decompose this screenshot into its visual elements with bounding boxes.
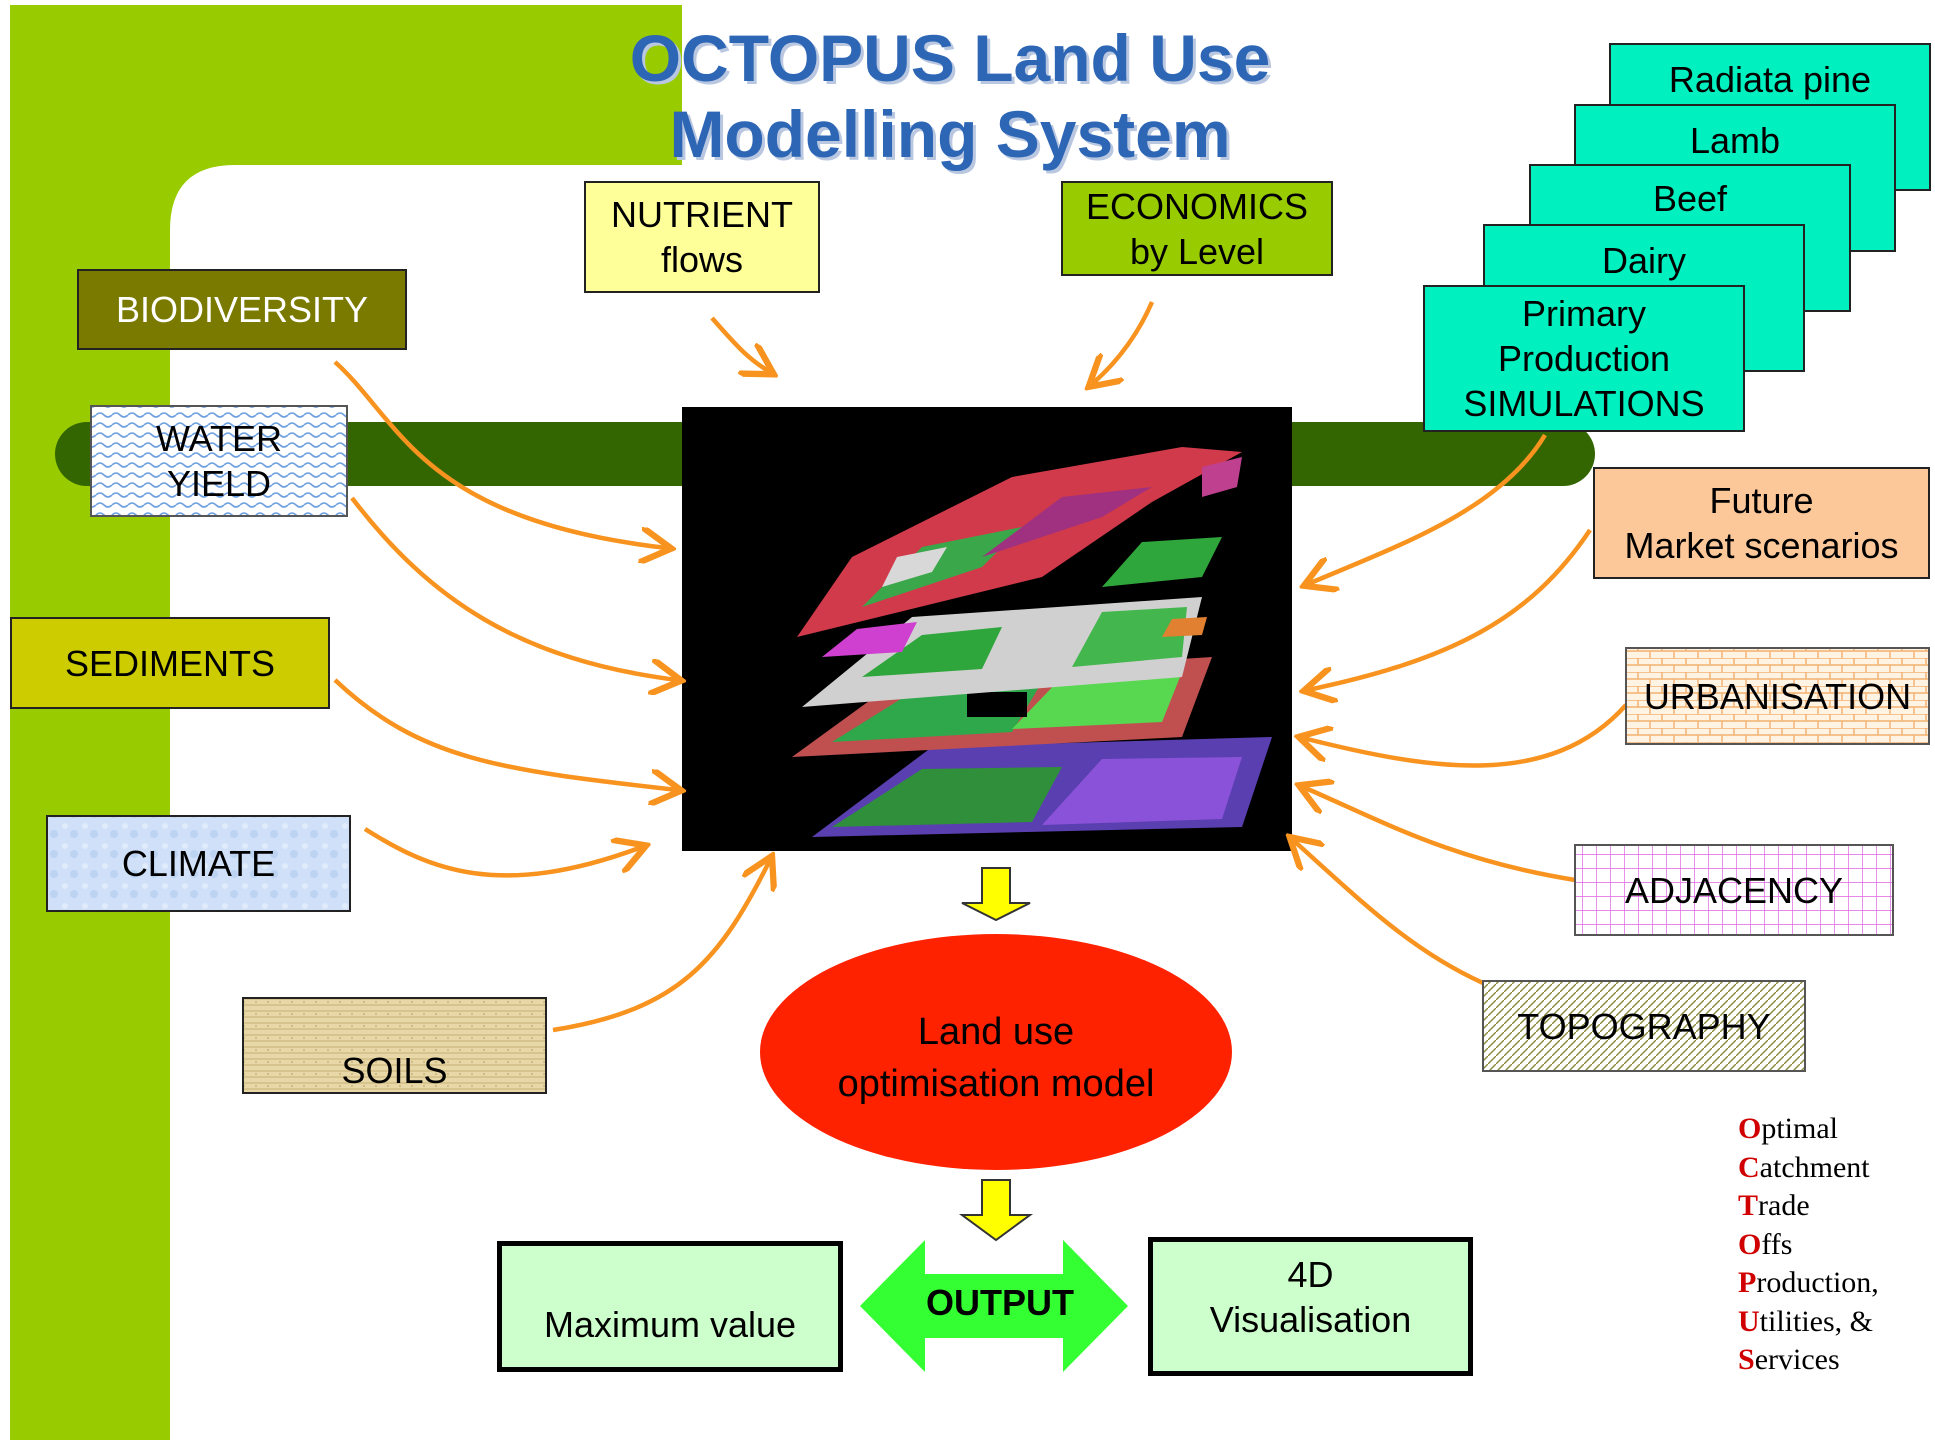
adjacency-box: ADJACENCY xyxy=(1574,844,1894,936)
acronym-line: Services xyxy=(1738,1341,1879,1380)
acronym-line: Catchment xyxy=(1738,1149,1879,1188)
land-use-map-layers xyxy=(682,407,1292,851)
maximum-value-box: Maximum value xyxy=(497,1241,843,1372)
adjacency-label: ADJACENCY xyxy=(1624,869,1844,911)
primary-line-2: Production xyxy=(1497,338,1671,379)
acronym-cap: O xyxy=(1738,1112,1762,1145)
climate-box: CLIMATE xyxy=(46,815,351,912)
sim-beef-label: Beef xyxy=(1652,178,1728,219)
nutrient-line-1: NUTRIENT xyxy=(611,194,793,235)
down-arrow-to-output xyxy=(958,1179,1034,1242)
acronym-rest: ptimal xyxy=(1761,1112,1838,1145)
acronym-cap: C xyxy=(1738,1150,1760,1184)
sediments-label: SEDIMENTS xyxy=(64,642,276,684)
acronym-line: Production, xyxy=(1738,1264,1879,1303)
title-line-2: Modelling System xyxy=(669,97,1231,171)
future-line-1: Future xyxy=(1709,480,1814,521)
sim-dairy-label: Dairy xyxy=(1601,240,1686,281)
arrow-soils xyxy=(552,860,770,1033)
primary-line-3: SIMULATIONS xyxy=(1463,383,1705,424)
acronym-line: Optimal xyxy=(1738,1110,1879,1149)
water-yield-line-2: YIELD xyxy=(166,463,272,504)
sediments-box: SEDIMENTS xyxy=(10,617,330,709)
arrow-adjacency xyxy=(1303,787,1576,883)
acronym-line: Offs xyxy=(1738,1226,1879,1265)
acronym-rest: atchment xyxy=(1759,1150,1870,1184)
arrow-climate xyxy=(363,827,642,878)
arrow-primary xyxy=(1308,433,1547,584)
economics-line-2: by Level xyxy=(1129,230,1265,272)
arrow-future xyxy=(1308,528,1592,690)
acronym-rest: ervices xyxy=(1754,1343,1840,1376)
model-line-2: optimisation model xyxy=(837,1063,1155,1105)
economics-box: ECONOMICS by Level xyxy=(1061,181,1333,276)
future-line-2: Market scenarios xyxy=(1624,525,1899,566)
soils-box: SOILS xyxy=(242,997,547,1094)
acronym-cap: S xyxy=(1738,1343,1755,1376)
economics-line-1: ECONOMICS xyxy=(1085,185,1308,227)
visualisation-line-2: Visualisation xyxy=(1209,1298,1412,1340)
optimisation-model-label: Land use optimisation model xyxy=(760,1006,1232,1110)
nutrient-box: NUTRIENT flows xyxy=(584,181,820,293)
soils-label: SOILS xyxy=(341,1050,448,1091)
arrow-topography xyxy=(1293,840,1484,986)
title-line-1: OCTOPUS Land Use xyxy=(629,21,1271,95)
acronym-rest: tilities, & xyxy=(1759,1304,1874,1338)
water-yield-line-1: WATER xyxy=(156,418,282,459)
sim-radiata-pine-label: Radiata pine xyxy=(1668,59,1872,100)
topography-label: TOPOGRAPHY xyxy=(1517,1005,1771,1047)
arrow-biodiversity xyxy=(333,360,667,548)
future-market-box: Future Market scenarios xyxy=(1593,467,1930,579)
visualisation-box: 4D Visualisation xyxy=(1148,1237,1473,1376)
acronym-cap: O xyxy=(1738,1227,1762,1261)
primary-production-box: Primary Production SIMULATIONS xyxy=(1423,285,1745,432)
octopus-acronym: Optimal Catchment Trade Offs Production,… xyxy=(1738,1110,1879,1380)
acronym-cap: U xyxy=(1738,1304,1760,1338)
arrow-nutrient xyxy=(710,316,770,372)
model-line-1: Land use xyxy=(917,1011,1075,1053)
arrow-water-yield xyxy=(350,496,677,680)
output-label: OUTPUT xyxy=(926,1282,1074,1323)
acronym-line: Trade xyxy=(1738,1187,1879,1226)
primary-line-1: Primary xyxy=(1522,293,1646,334)
visualisation-line-1: 4D xyxy=(1287,1253,1334,1295)
water-yield-box: WATER YIELD xyxy=(90,405,348,517)
topography-box: TOPOGRAPHY xyxy=(1482,980,1806,1072)
acronym-rest: rade xyxy=(1758,1189,1810,1222)
biodiversity-box: BIODIVERSITY xyxy=(77,269,407,350)
acronym-rest: ffs xyxy=(1761,1227,1793,1261)
climate-label: CLIMATE xyxy=(121,843,276,884)
acronym-rest: roduction, xyxy=(1756,1266,1879,1299)
down-arrow-to-model xyxy=(961,867,1031,922)
urbanisation-label: URBANISATION xyxy=(1643,675,1912,717)
acronym-cap: T xyxy=(1738,1189,1759,1222)
biodiversity-label: BIODIVERSITY xyxy=(115,289,369,330)
acronym-cap: P xyxy=(1738,1266,1757,1299)
diagram-title: OCTOPUS Land Use Modelling System xyxy=(560,20,1340,172)
arrow-urbanisation xyxy=(1303,703,1628,768)
arrow-economics xyxy=(1092,301,1155,384)
acronym-line: Utilities, & xyxy=(1738,1303,1879,1342)
layered-map-graphic xyxy=(792,447,1272,837)
sim-lamb-label: Lamb xyxy=(1689,120,1781,161)
arrow-sediments xyxy=(333,678,677,790)
urbanisation-box: URBANISATION xyxy=(1625,647,1930,745)
maximum-value-label: Maximum value xyxy=(543,1303,797,1345)
nutrient-line-2: flows xyxy=(660,239,744,280)
